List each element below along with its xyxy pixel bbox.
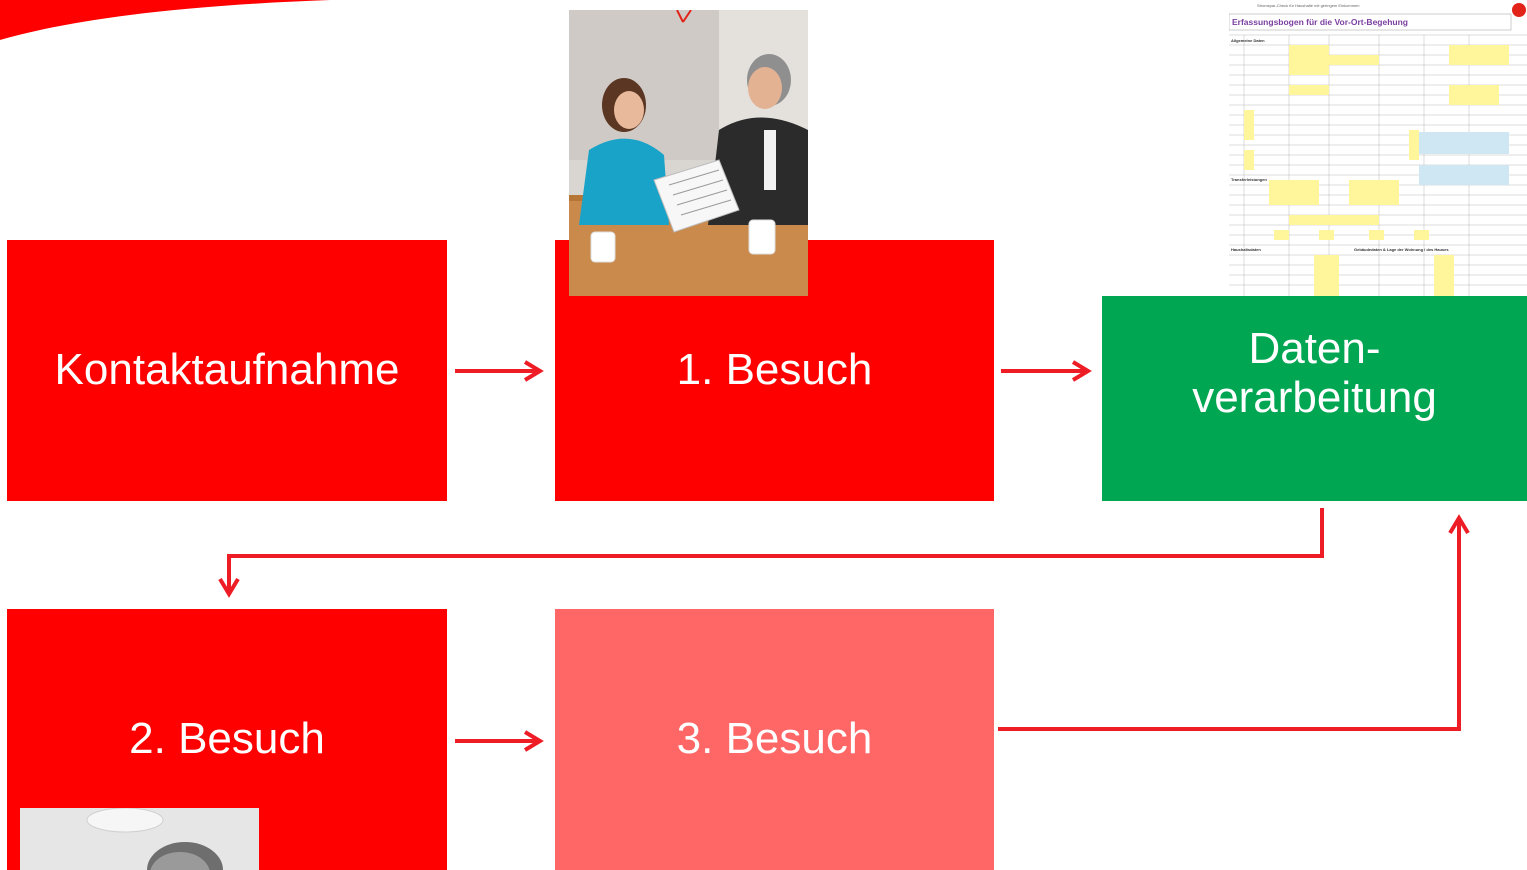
svg-text:Gebäudedaten & Lage der Wohnun: Gebäudedaten & Lage der Wohnung / des Ha… (1354, 247, 1449, 252)
logo-swoosh (0, 0, 330, 40)
step-besuch-3: 3. Besuch (555, 609, 994, 870)
svg-text:Stromspar-Check für Haushalte: Stromspar-Check für Haushalte mit gering… (1257, 3, 1359, 8)
svg-text:Transferleistungen: Transferleistungen (1231, 177, 1267, 182)
arrow-besuch1-head (1071, 360, 1092, 382)
arrow-besuch3-to-daten (998, 520, 1461, 731)
arrow-besuch2-head (523, 730, 544, 752)
arrow-kontakt-head (523, 360, 544, 382)
arrow-daten-to-besuch2 (227, 508, 1324, 592)
consultation-photo (569, 10, 808, 296)
form-thumbnail: Stromspar-Check für Haushalte mit gering… (1229, 0, 1527, 296)
form-title: Erfassungsbogen für die Vor-Ort-Begehung (1232, 17, 1408, 27)
arrow-daten-to-besuch2-head (218, 577, 240, 598)
svg-text:Allgemeine Daten: Allgemeine Daten (1231, 38, 1265, 43)
step-datenverarbeitung: Daten- verarbeitung (1102, 296, 1527, 501)
step-label: 2. Besuch (129, 714, 325, 764)
step-label: Daten- verarbeitung (1192, 324, 1437, 422)
consultant-photo (20, 808, 259, 870)
step-kontaktaufnahme: Kontaktaufnahme (7, 240, 447, 501)
step-label: 3. Besuch (676, 714, 873, 764)
step-label: 1. Besuch (676, 345, 873, 395)
arrow-besuch3-to-daten-head (1448, 514, 1470, 535)
svg-text:Haushaltsdaten: Haushaltsdaten (1231, 247, 1261, 252)
step-label: Kontaktaufnahme (54, 345, 400, 395)
